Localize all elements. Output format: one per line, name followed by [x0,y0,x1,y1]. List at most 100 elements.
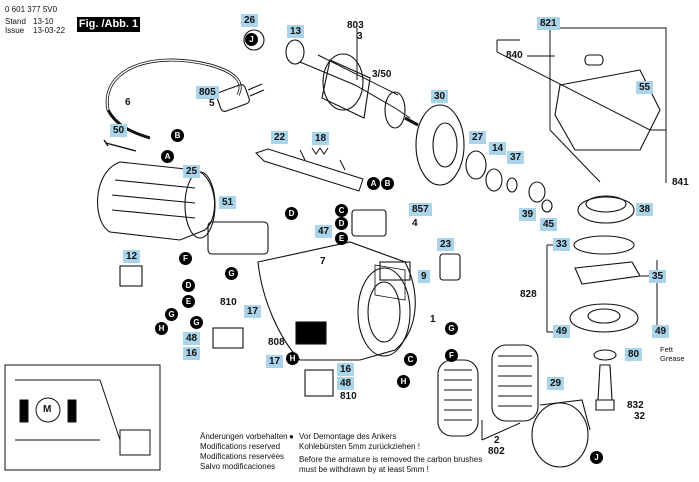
ring-14-drawing [485,168,503,192]
motor-symbol: M [43,404,52,415]
part-label-7: 7 [320,256,326,267]
note-bullet: ● [289,432,294,441]
part-label-3: 3 [357,31,363,42]
grease-label-en: Grease [660,354,685,363]
part-label-25: 25 [183,165,201,178]
wiring-schematic-drawing [4,364,161,471]
figure-label: Fig. /Abb. 1 [77,17,140,32]
switch-4-drawing [351,209,387,237]
callout-G-suppressor: G [165,308,178,321]
part-label-5: 5 [209,98,215,109]
part-label-35: 35 [649,270,667,283]
spindle-832-drawing [595,364,615,411]
callout-J-top: J [245,33,258,46]
part-label-17-lower: 17 [266,355,284,368]
callout-H-holder: H [286,352,299,365]
part-label-6: 6 [125,97,131,108]
part-label-26: 26 [241,14,259,27]
callout-D-switch: D [335,217,348,230]
nut-45-drawing [541,199,553,213]
switch-knob-23-drawing [439,253,461,281]
part-label-30: 30 [431,90,449,103]
part-label-47: 47 [315,225,333,238]
callout-F-plate: F [179,252,192,265]
callout-C-switch: C [335,204,348,217]
part-label-16-upper: 16 [183,347,201,360]
part-label-832: 832 [627,400,644,411]
part-label-23: 23 [437,238,455,251]
gear-cover-821-drawing [554,54,661,151]
callout-H-coil: H [397,375,410,388]
spring-18-drawing [311,147,329,155]
callout-D-suppressor: D [182,279,195,292]
issue-date: 13-03-22 [33,26,66,35]
callout-E-suppressor: E [182,295,195,308]
part-label-828: 828 [520,289,537,300]
bevel-gear-38-drawing [577,196,635,224]
part-label-37: 37 [507,151,525,164]
gear-housing-1-drawing [257,241,416,361]
callout-B-switch: B [381,177,394,190]
brush-holder-810b-drawing [304,369,334,397]
ring-27-drawing [465,150,487,180]
note-right-2: Kohlebürsten 5mm zurückziehen ! [299,442,420,451]
part-label-33: 33 [553,238,571,251]
callout-J-guard: J [590,451,603,464]
callout-D-plate: D [285,207,298,220]
note-right-4: must be withdrawn by at least 5mm ! [299,465,429,474]
part-label-18: 18 [312,132,330,145]
part-label-50: 50 [110,124,128,137]
field-coils-drawing [437,344,539,437]
part-label-55: 55 [636,81,654,94]
callout-G-coil: G [445,322,458,335]
housing-25-drawing [97,161,216,241]
part-label-821: 821 [537,17,560,30]
callout-F-coil: F [445,349,458,362]
bearing-13-drawing [285,39,305,65]
part-label-27: 27 [469,131,487,144]
bearing-26-drawing [243,29,265,51]
stand-code: 13-10 [33,17,54,26]
part-label-9: 9 [418,270,430,283]
ring-37-drawing [506,177,518,193]
flange-35-drawing [574,261,641,285]
part-label-857: 857 [409,203,432,216]
part-label-803: 803 [347,20,364,31]
note-left-de: Änderungen vorbehalten [200,432,288,441]
callout-C-coil: C [404,353,417,366]
part-label-13: 13 [287,25,305,38]
part-label-48-lower: 48 [337,377,355,390]
part-label-1: 1 [430,314,436,325]
fan-30-drawing [415,104,465,186]
part-label-32: 32 [634,411,646,422]
stand-label: Stand [5,17,26,26]
grease-label-de: Fett [660,345,673,354]
part-label-3-50: 3/50 [372,69,392,80]
part-label-808: 808 [268,337,285,348]
part-label-12: 12 [123,250,141,263]
part-label-39: 39 [519,208,537,221]
callout-G-holder: G [190,316,203,329]
callout-A-cord: A [161,150,174,163]
plate-808-drawing [295,321,327,345]
armature-803-drawing [299,53,419,129]
part-label-51: 51 [219,196,237,209]
brush-plate-51-drawing [207,221,269,255]
part-label-17-upper: 17 [244,305,262,318]
part-label-805: 805 [196,86,219,99]
part-label-4: 4 [412,218,418,229]
o-ring-33-drawing [573,235,635,255]
part-label-810-lower: 810 [340,391,357,402]
pinion-39-drawing [528,181,546,203]
part-label-48-upper: 48 [183,332,201,345]
part-label-2: 2 [494,435,500,446]
note-right-3: Before the armature is removed the carbo… [299,455,483,464]
part-label-29: 29 [547,377,565,390]
callout-G-plate: G [225,267,238,280]
callout-H-suppressor: H [155,322,168,335]
part-label-802: 802 [488,446,505,457]
part-label-841: 841 [672,177,689,188]
part-label-22: 22 [271,131,289,144]
issue-label: Issue [5,26,25,35]
